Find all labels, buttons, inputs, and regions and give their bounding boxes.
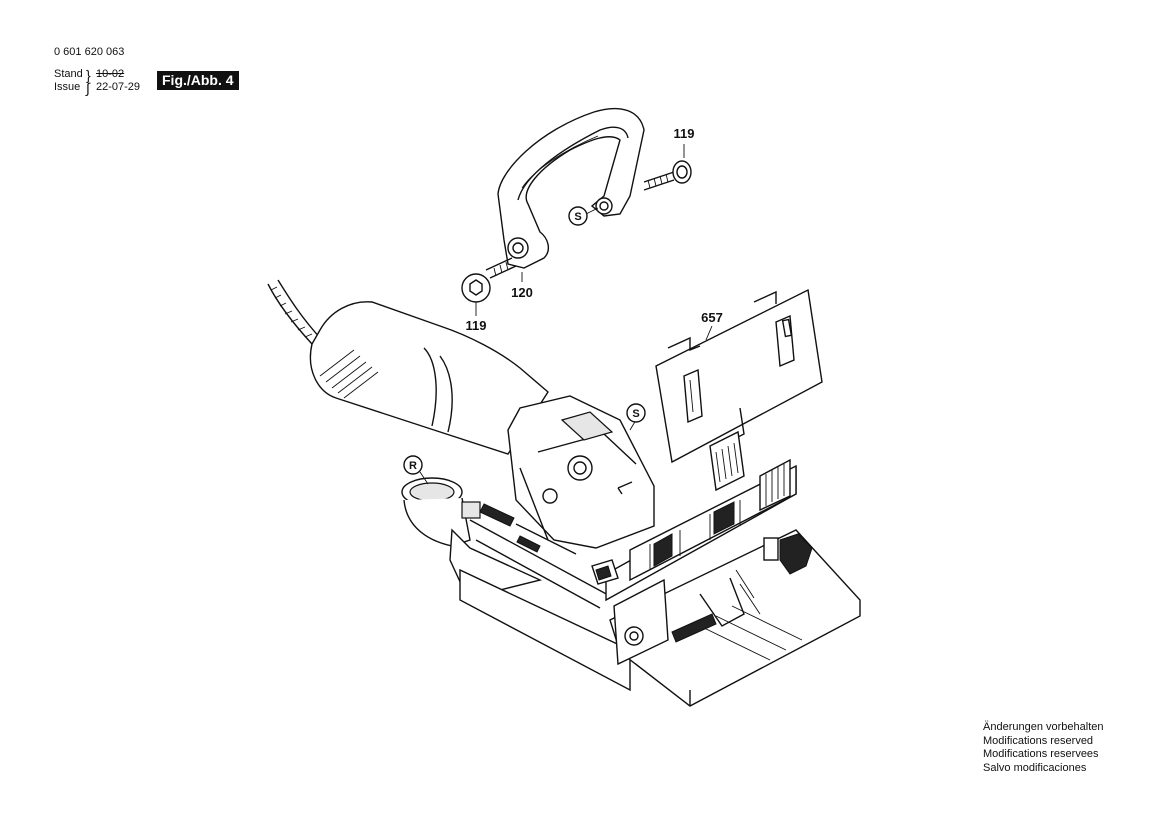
fence-assembly [605, 458, 797, 602]
figure-label: Fig./Abb. 4 [157, 71, 239, 90]
revision-block: Stand } 10-02 Issue ∫ 22-07-29 [54, 66, 141, 96]
callout-119-top: 119 [674, 126, 695, 141]
screw-119-top [643, 160, 692, 191]
symbol-s-tool-text: S [632, 408, 639, 420]
symbol-s-tool: S [626, 403, 646, 423]
callout-119-left: 119 [466, 318, 487, 333]
motor-housing [309, 301, 549, 455]
issue-label: Issue [54, 81, 81, 93]
symbol-s-handle: S [568, 206, 588, 226]
dust-port [401, 477, 543, 591]
modifications-line-de: Änderungen vorbehalten [983, 721, 1104, 733]
modifications-line-en: Modifications reserved [983, 734, 1094, 747]
base-body [459, 501, 631, 692]
power-cord [267, 279, 323, 345]
issue-row: Issue ∫ 22-07-29 [54, 79, 141, 96]
leader-lines [419, 144, 713, 485]
modifications-line-es: Salvo modificaciones [983, 761, 1087, 774]
modifications-line-fr: Modifications reservees [983, 748, 1099, 760]
symbol-r-port-text: R [409, 460, 417, 472]
part-number: 0 601 620 063 [54, 46, 125, 58]
gear-head [507, 395, 655, 549]
old-date: 10-02 [96, 68, 125, 80]
brace-icon: ∫ [86, 79, 90, 96]
face-plate-657 [655, 288, 823, 492]
stand-row: Stand } 10-02 [54, 66, 140, 83]
base-plate [609, 529, 861, 707]
fence-knob [591, 533, 813, 585]
modifications-notice: Änderungen vorbehalten Modifications res… [983, 721, 1103, 775]
stand-label: Stand [54, 68, 83, 80]
screw-119-left [461, 257, 517, 303]
new-date: 22-07-29 [96, 81, 141, 93]
callout-657: 657 [701, 310, 723, 325]
brace-icon: } [86, 66, 91, 83]
symbol-s-handle-text: S [574, 211, 581, 223]
symbol-r-port: R [403, 455, 423, 475]
handle-120 [497, 107, 645, 269]
callout-120: 120 [511, 285, 533, 300]
